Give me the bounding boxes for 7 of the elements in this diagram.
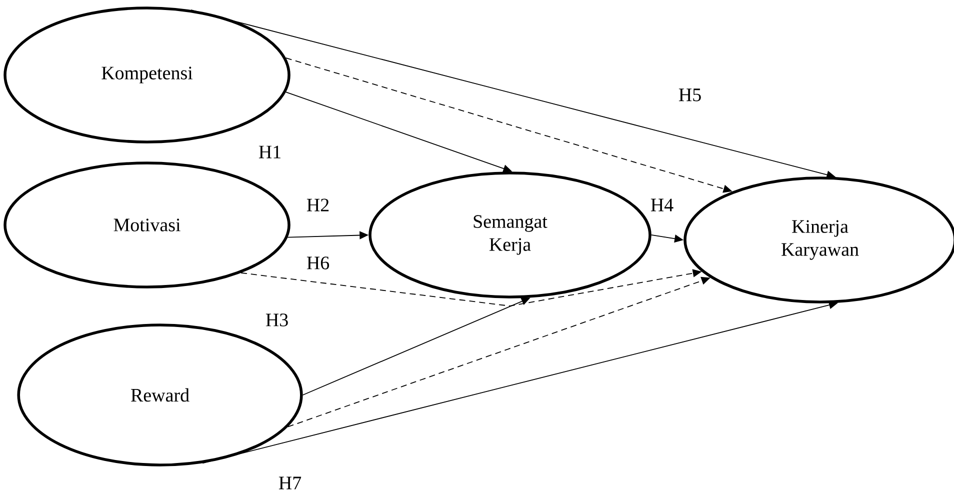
edge-label: H2 [306, 198, 329, 212]
edge-label: H5 [678, 88, 701, 102]
edge-label: H7 [278, 476, 302, 490]
edge-label: H4 [650, 198, 674, 212]
edge-label: H6 [306, 256, 330, 270]
edge-label: H3 [266, 314, 288, 326]
edge-label: H1 [258, 146, 280, 158]
